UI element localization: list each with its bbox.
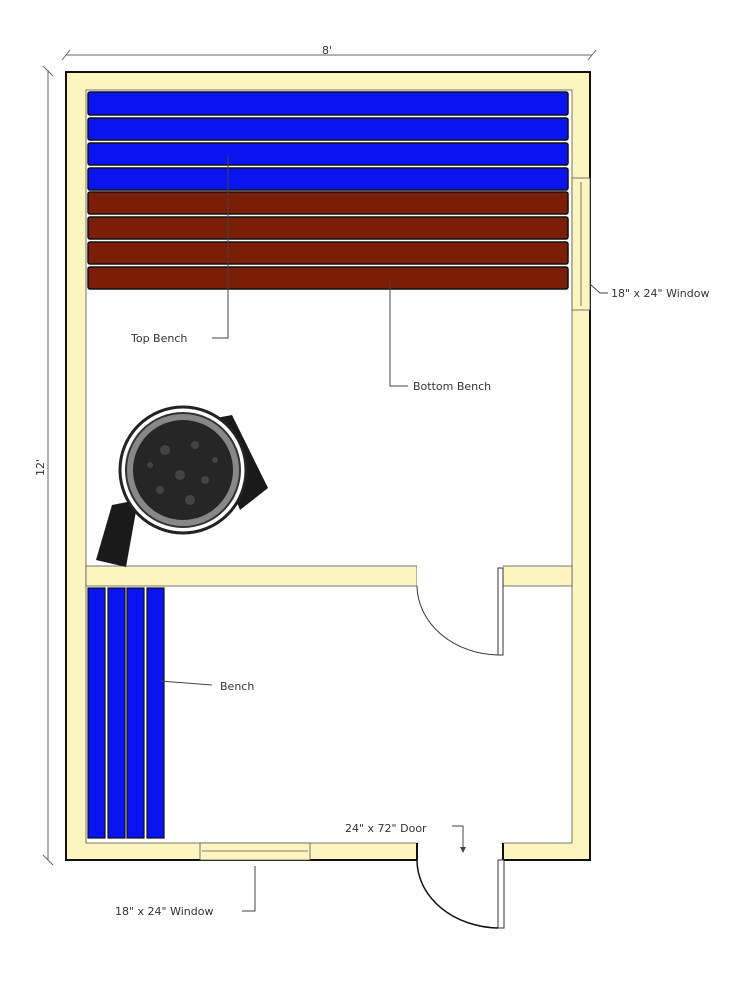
bottom-window-label: 18" x 24" Window [115, 905, 213, 918]
length-label: 12' [34, 459, 47, 476]
interior-door[interactable] [416, 567, 504, 656]
width-label: 8' [322, 44, 332, 57]
exterior-door-opening [417, 842, 503, 862]
bottom-window [199, 842, 311, 861]
top-bench-label: Top Bench [130, 332, 187, 345]
interior-door-opening [417, 565, 503, 587]
bench-label: Bench [220, 680, 254, 693]
sauna-heater [96, 405, 268, 567]
bottom-bench [87, 191, 569, 290]
bottom-bench-label: Bottom Bench [413, 380, 491, 393]
bench [87, 587, 165, 839]
top-bench [87, 91, 569, 191]
exterior-door[interactable] [416, 859, 505, 929]
partition-wall-right [502, 565, 573, 587]
door-label: 24" x 72" Door [345, 822, 427, 835]
leader-lines [159, 155, 608, 912]
right-window-label: 18" x 24" Window [611, 287, 709, 300]
width-dimension [61, 49, 597, 61]
partition-wall-left [85, 565, 418, 587]
right-window [571, 177, 591, 311]
length-dimension [42, 65, 54, 866]
